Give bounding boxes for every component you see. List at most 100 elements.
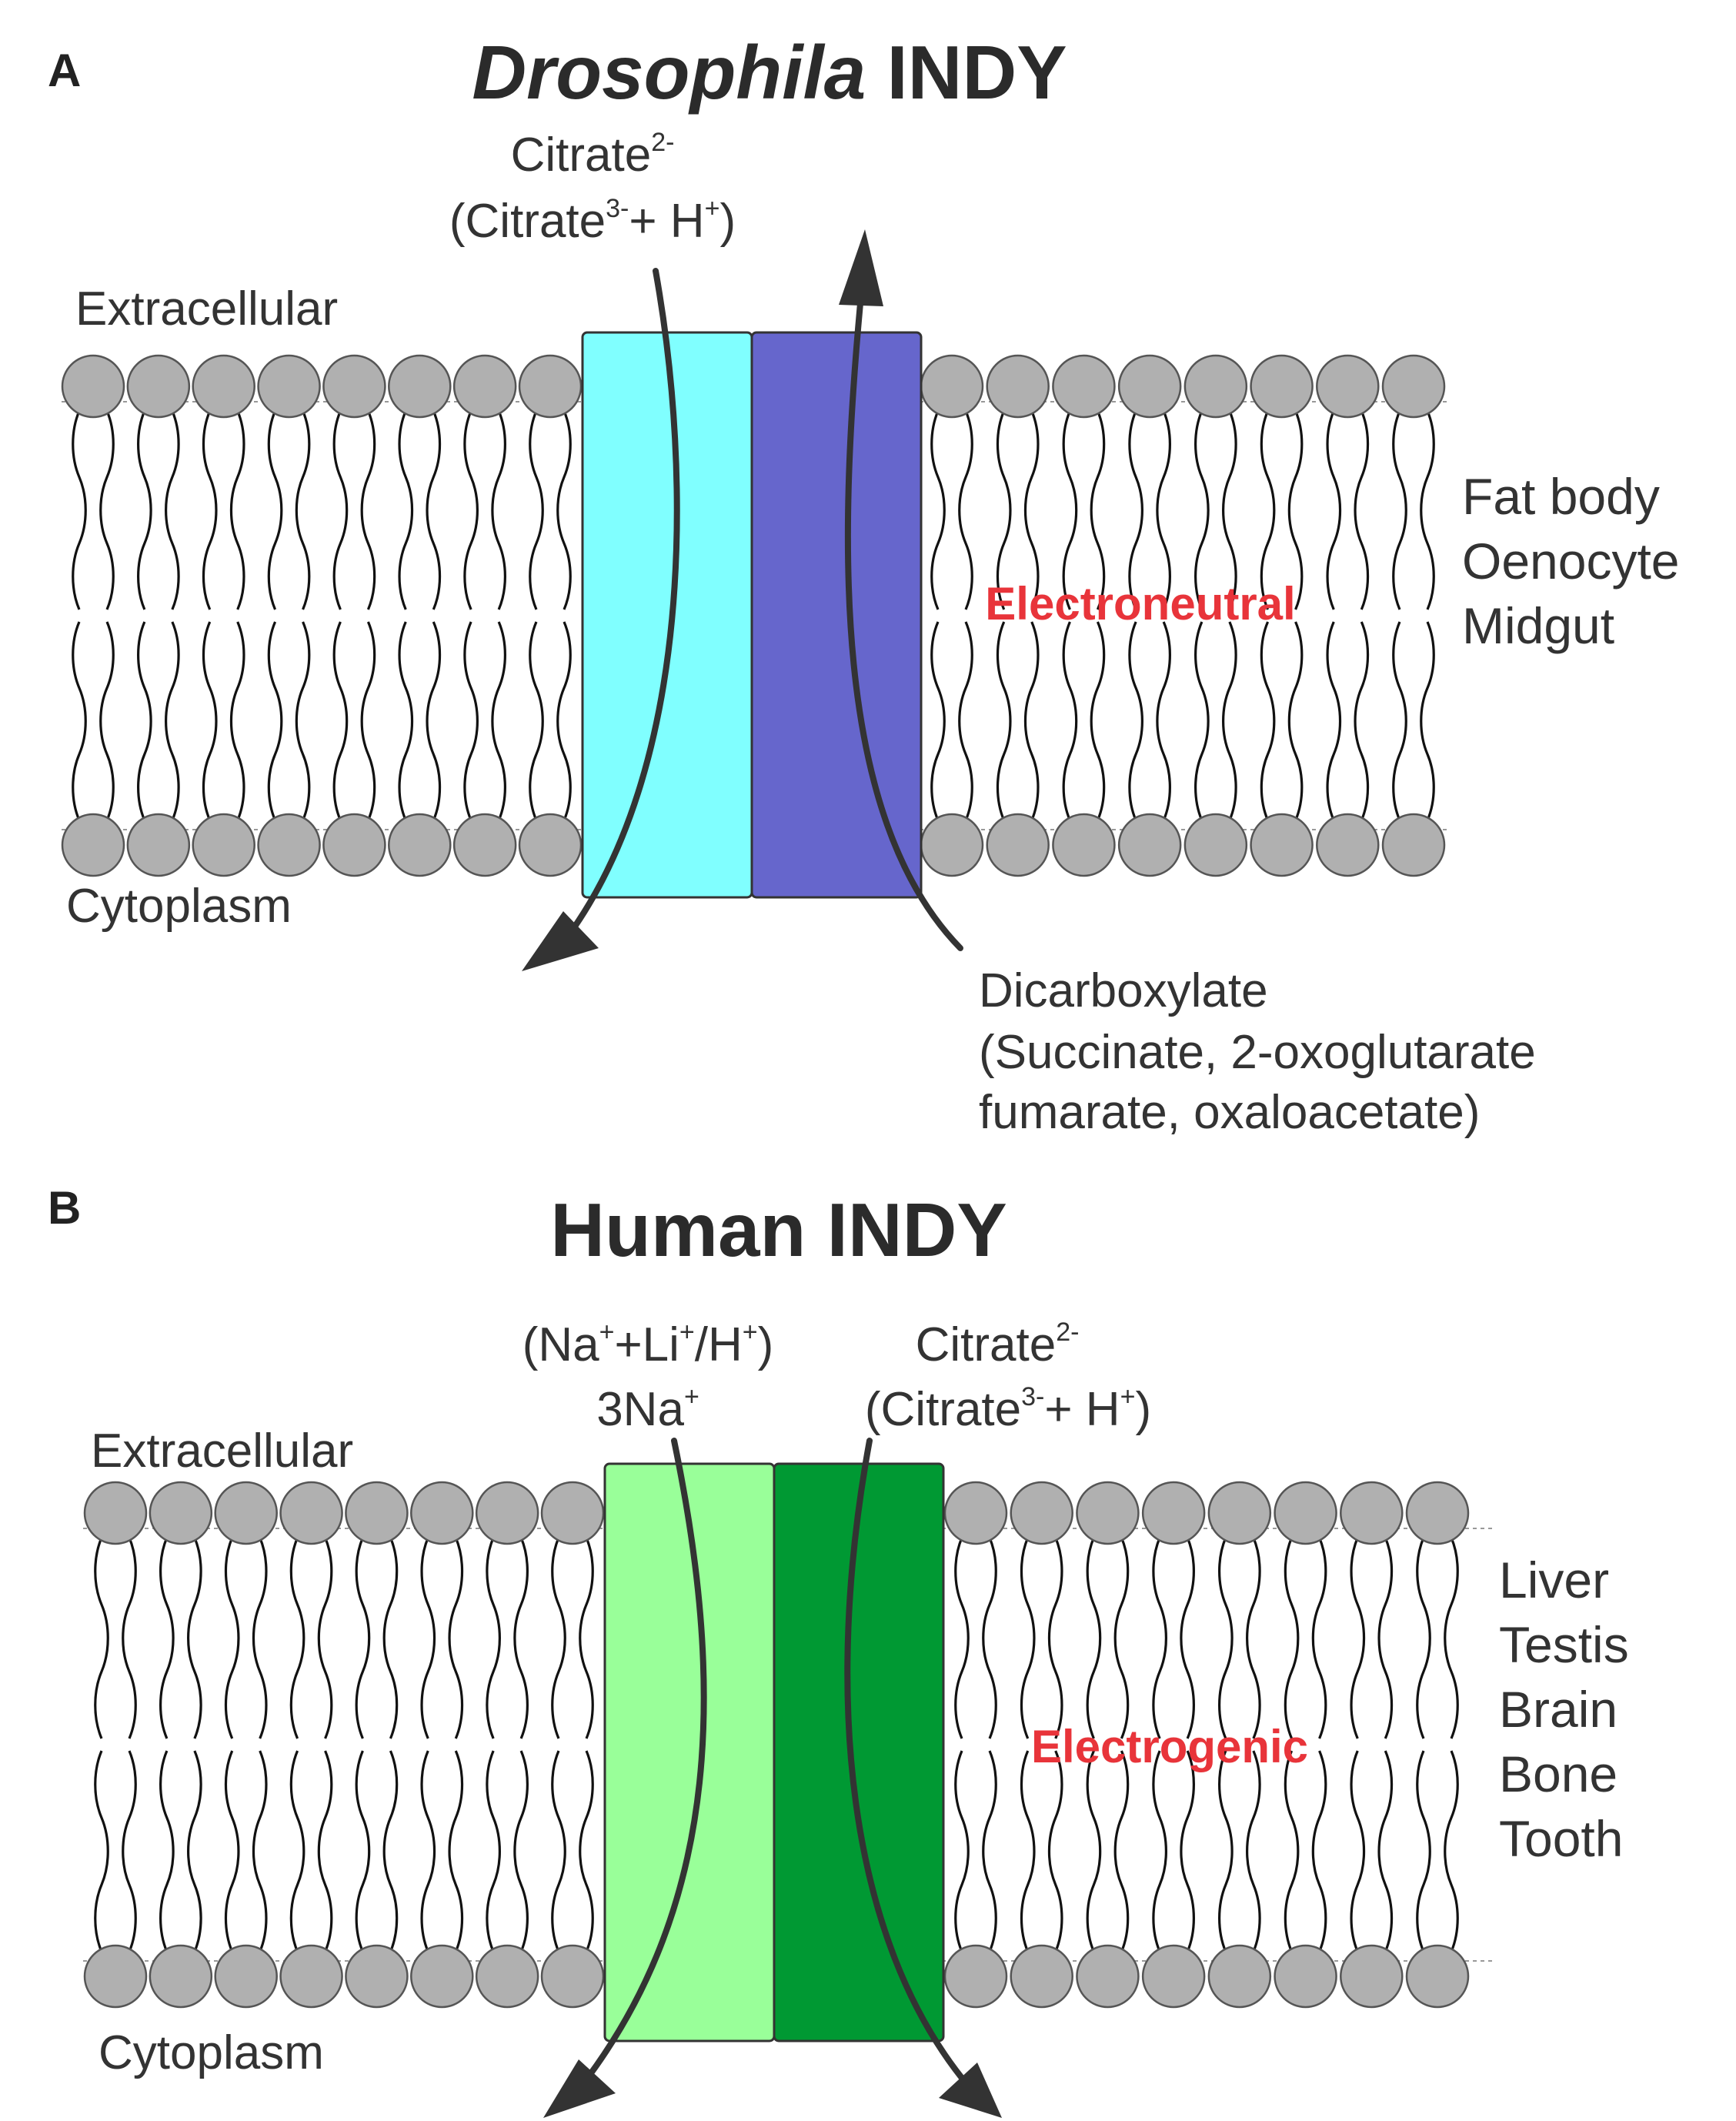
lipid-tail (1023, 621, 1040, 821)
lipid-tail (1416, 1537, 1431, 1739)
lipid-tail (1020, 1750, 1036, 1952)
panel-b-mode-label: Electrogenic (1031, 1721, 1308, 1772)
lipid-tail (1194, 410, 1210, 610)
lipid-head (920, 813, 984, 877)
lipid-tail (1350, 1537, 1366, 1739)
lipid-head (1141, 1944, 1206, 2009)
lipid-head (126, 813, 191, 877)
lipid-tail (1086, 1750, 1102, 1952)
lipid-head (1010, 1481, 1073, 1545)
lipid-tail (1047, 1537, 1063, 1739)
lipid-tail (289, 1750, 305, 1952)
lipid-tail (1392, 410, 1407, 610)
panel-b-citrate-influx-arrowhead (939, 2063, 1002, 2118)
lipid-tail (930, 410, 946, 610)
lipid-tail (382, 1750, 399, 1952)
panel-a-mode-label: Electroneutral (985, 578, 1295, 630)
lipid-head (1207, 1481, 1272, 1545)
lipid-tail (94, 1750, 109, 1952)
lipid-tail (579, 1750, 594, 1952)
lipid-tail (529, 621, 544, 821)
panel-a-dicarboxylate-line3: fumarate, oxaloacetate) (979, 1086, 1480, 1139)
lipid-tail (1284, 1750, 1300, 1952)
lipid-tail (252, 1750, 268, 1952)
lipid-tail (954, 1750, 970, 1952)
lipid-tail (551, 1537, 566, 1739)
lipid-head (257, 354, 321, 419)
lipid-head (345, 1944, 409, 2009)
lipid-tail (513, 1537, 529, 1739)
lipid-tail (426, 621, 442, 821)
lipid-head (986, 354, 1050, 419)
lipid-tail (122, 1750, 137, 1952)
lipid-tail (1311, 1537, 1327, 1739)
lipid-head (83, 1481, 148, 1545)
panel-a-cytoplasm-label: Cytoplasm (66, 880, 292, 933)
panel-b-citrate-line1: Citrate2- (916, 1318, 1080, 1371)
panel-a-title-italic: Drosophila (472, 30, 866, 115)
lipid-head (1274, 1944, 1337, 2009)
lipid-tail (94, 1537, 109, 1739)
lipid-tail (1416, 1750, 1431, 1952)
panel-a-transporter-left-domain (581, 331, 753, 899)
panel-a-transporter-right-domain (750, 331, 923, 899)
lipid-head (345, 1481, 409, 1545)
lipid-tail (72, 410, 87, 610)
lipid-head (1052, 813, 1116, 877)
lipid-tail (529, 410, 544, 610)
lipid-head (518, 354, 583, 419)
lipid-head (1405, 1481, 1470, 1545)
lipid-head (61, 813, 125, 877)
lipid-head (192, 354, 255, 419)
lipid-tail (267, 621, 283, 821)
panel-b-cation-line1: (Na++Li+/H+) (522, 1318, 774, 1371)
lipid-tail (930, 621, 946, 821)
lipid-tail (1287, 410, 1304, 610)
lipid-tail (958, 621, 973, 821)
panel-a-membrane (61, 354, 1447, 877)
panel-b-citrate-line2: (Citrate3-+ H+) (865, 1382, 1151, 1436)
panel-b-title: Human INDY (550, 1187, 1007, 1272)
panel-a-tissue: Oenocyte (1462, 533, 1680, 590)
lipid-tail (187, 1750, 202, 1952)
lipid-head (518, 813, 583, 877)
panel-a-tissue: Midgut (1462, 597, 1614, 654)
lipid-tail (491, 410, 506, 610)
lipid-head (257, 813, 321, 877)
lipid-tail (122, 1537, 137, 1739)
lipid-tail (99, 410, 115, 610)
lipid-tail (556, 621, 572, 821)
lipid-tail (1392, 621, 1407, 821)
panel-a-extracellular-label: Extracellular (75, 282, 338, 336)
lipid-tail (1246, 1750, 1261, 1952)
lipid-head (214, 1944, 278, 2009)
lipid-head (1183, 354, 1248, 419)
lipid-tail (996, 621, 1012, 821)
panel-a-dicarboxylate-line1: Dicarboxylate (979, 964, 1268, 1017)
lipid-tail (982, 1537, 997, 1739)
lipid-head (322, 813, 386, 877)
lipid-tail (420, 1750, 436, 1952)
lipid-head (322, 354, 386, 419)
lipid-head (1207, 1944, 1272, 2009)
lipid-tail (289, 1537, 305, 1739)
lipid-tail (295, 621, 311, 821)
lipid-tail (202, 410, 218, 610)
lipid-tail (137, 621, 152, 821)
lipid-tail (1260, 621, 1276, 821)
lipid-tail (486, 1537, 501, 1739)
lipid-head (1340, 1481, 1404, 1545)
panel-a-dicarboxylate-efflux-arrowhead (839, 229, 883, 306)
lipid-tail (1152, 1537, 1167, 1739)
panel-b: B Human INDY (Na++Li+/H+) 3Na+ Citrate2-… (48, 1182, 1629, 2118)
lipid-tail (551, 1750, 566, 1952)
lipid-tail (426, 410, 442, 610)
panel-b-tissue: Liver (1499, 1552, 1609, 1608)
lipid-head (1076, 1944, 1140, 2009)
lipid-tail (982, 1750, 997, 1952)
lipid-tail (1444, 1537, 1459, 1739)
lipid-tail (398, 621, 414, 821)
lipid-tail (202, 621, 218, 821)
lipid-tail (360, 410, 376, 610)
lipid-tail (165, 621, 180, 821)
